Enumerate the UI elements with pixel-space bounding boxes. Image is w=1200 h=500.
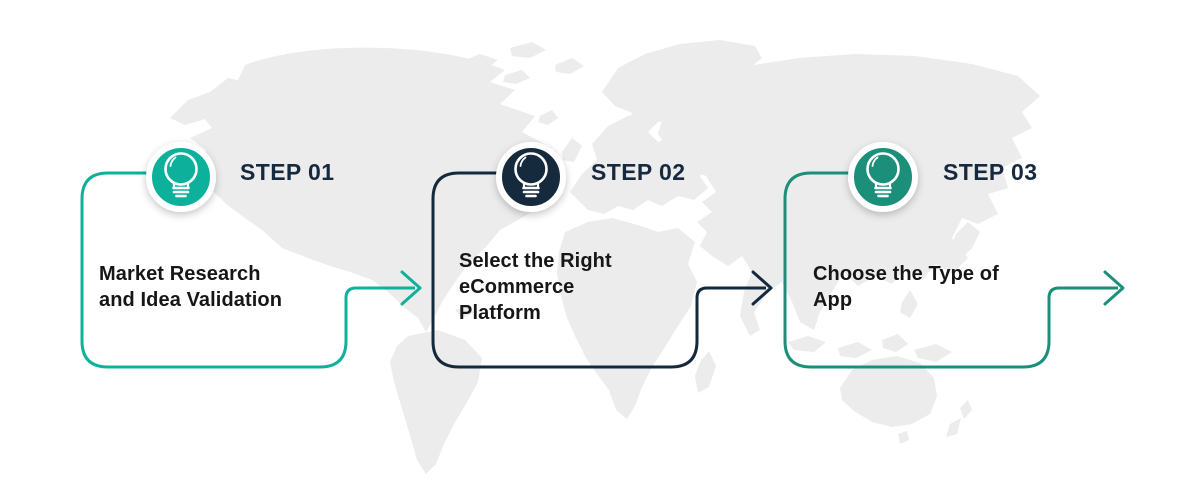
arrow-right-icon [400, 270, 422, 306]
step-number-label: STEP 02 [591, 159, 686, 185]
step-title-line: Choose the Type of [813, 263, 999, 285]
lightbulb-icon [514, 152, 548, 198]
step-number-label: STEP 01 [240, 159, 335, 185]
step-title-line: App [813, 289, 853, 311]
lightbulb-icon [866, 152, 900, 198]
step-title-line: Platform [459, 302, 541, 324]
arrow-right-icon [751, 270, 773, 306]
step-title: Choose the Type of App [813, 261, 999, 313]
step-title-line: eCommerce [459, 276, 575, 298]
step-title-line: Market Research [99, 263, 261, 285]
step-badge-circle [496, 142, 566, 212]
arrow-right-icon [1103, 270, 1125, 306]
step-badge-circle [146, 142, 216, 212]
step-badge-circle [848, 142, 918, 212]
lightbulb-icon [164, 152, 198, 198]
step-number-label: STEP 03 [943, 159, 1038, 185]
step-title-line: and Idea Validation [99, 289, 283, 311]
step-title-line: Select the Right [459, 250, 612, 272]
step-title: Market Research and Idea Validation [99, 261, 282, 313]
step-title: Select the Right eCommerce Platform [459, 248, 612, 326]
